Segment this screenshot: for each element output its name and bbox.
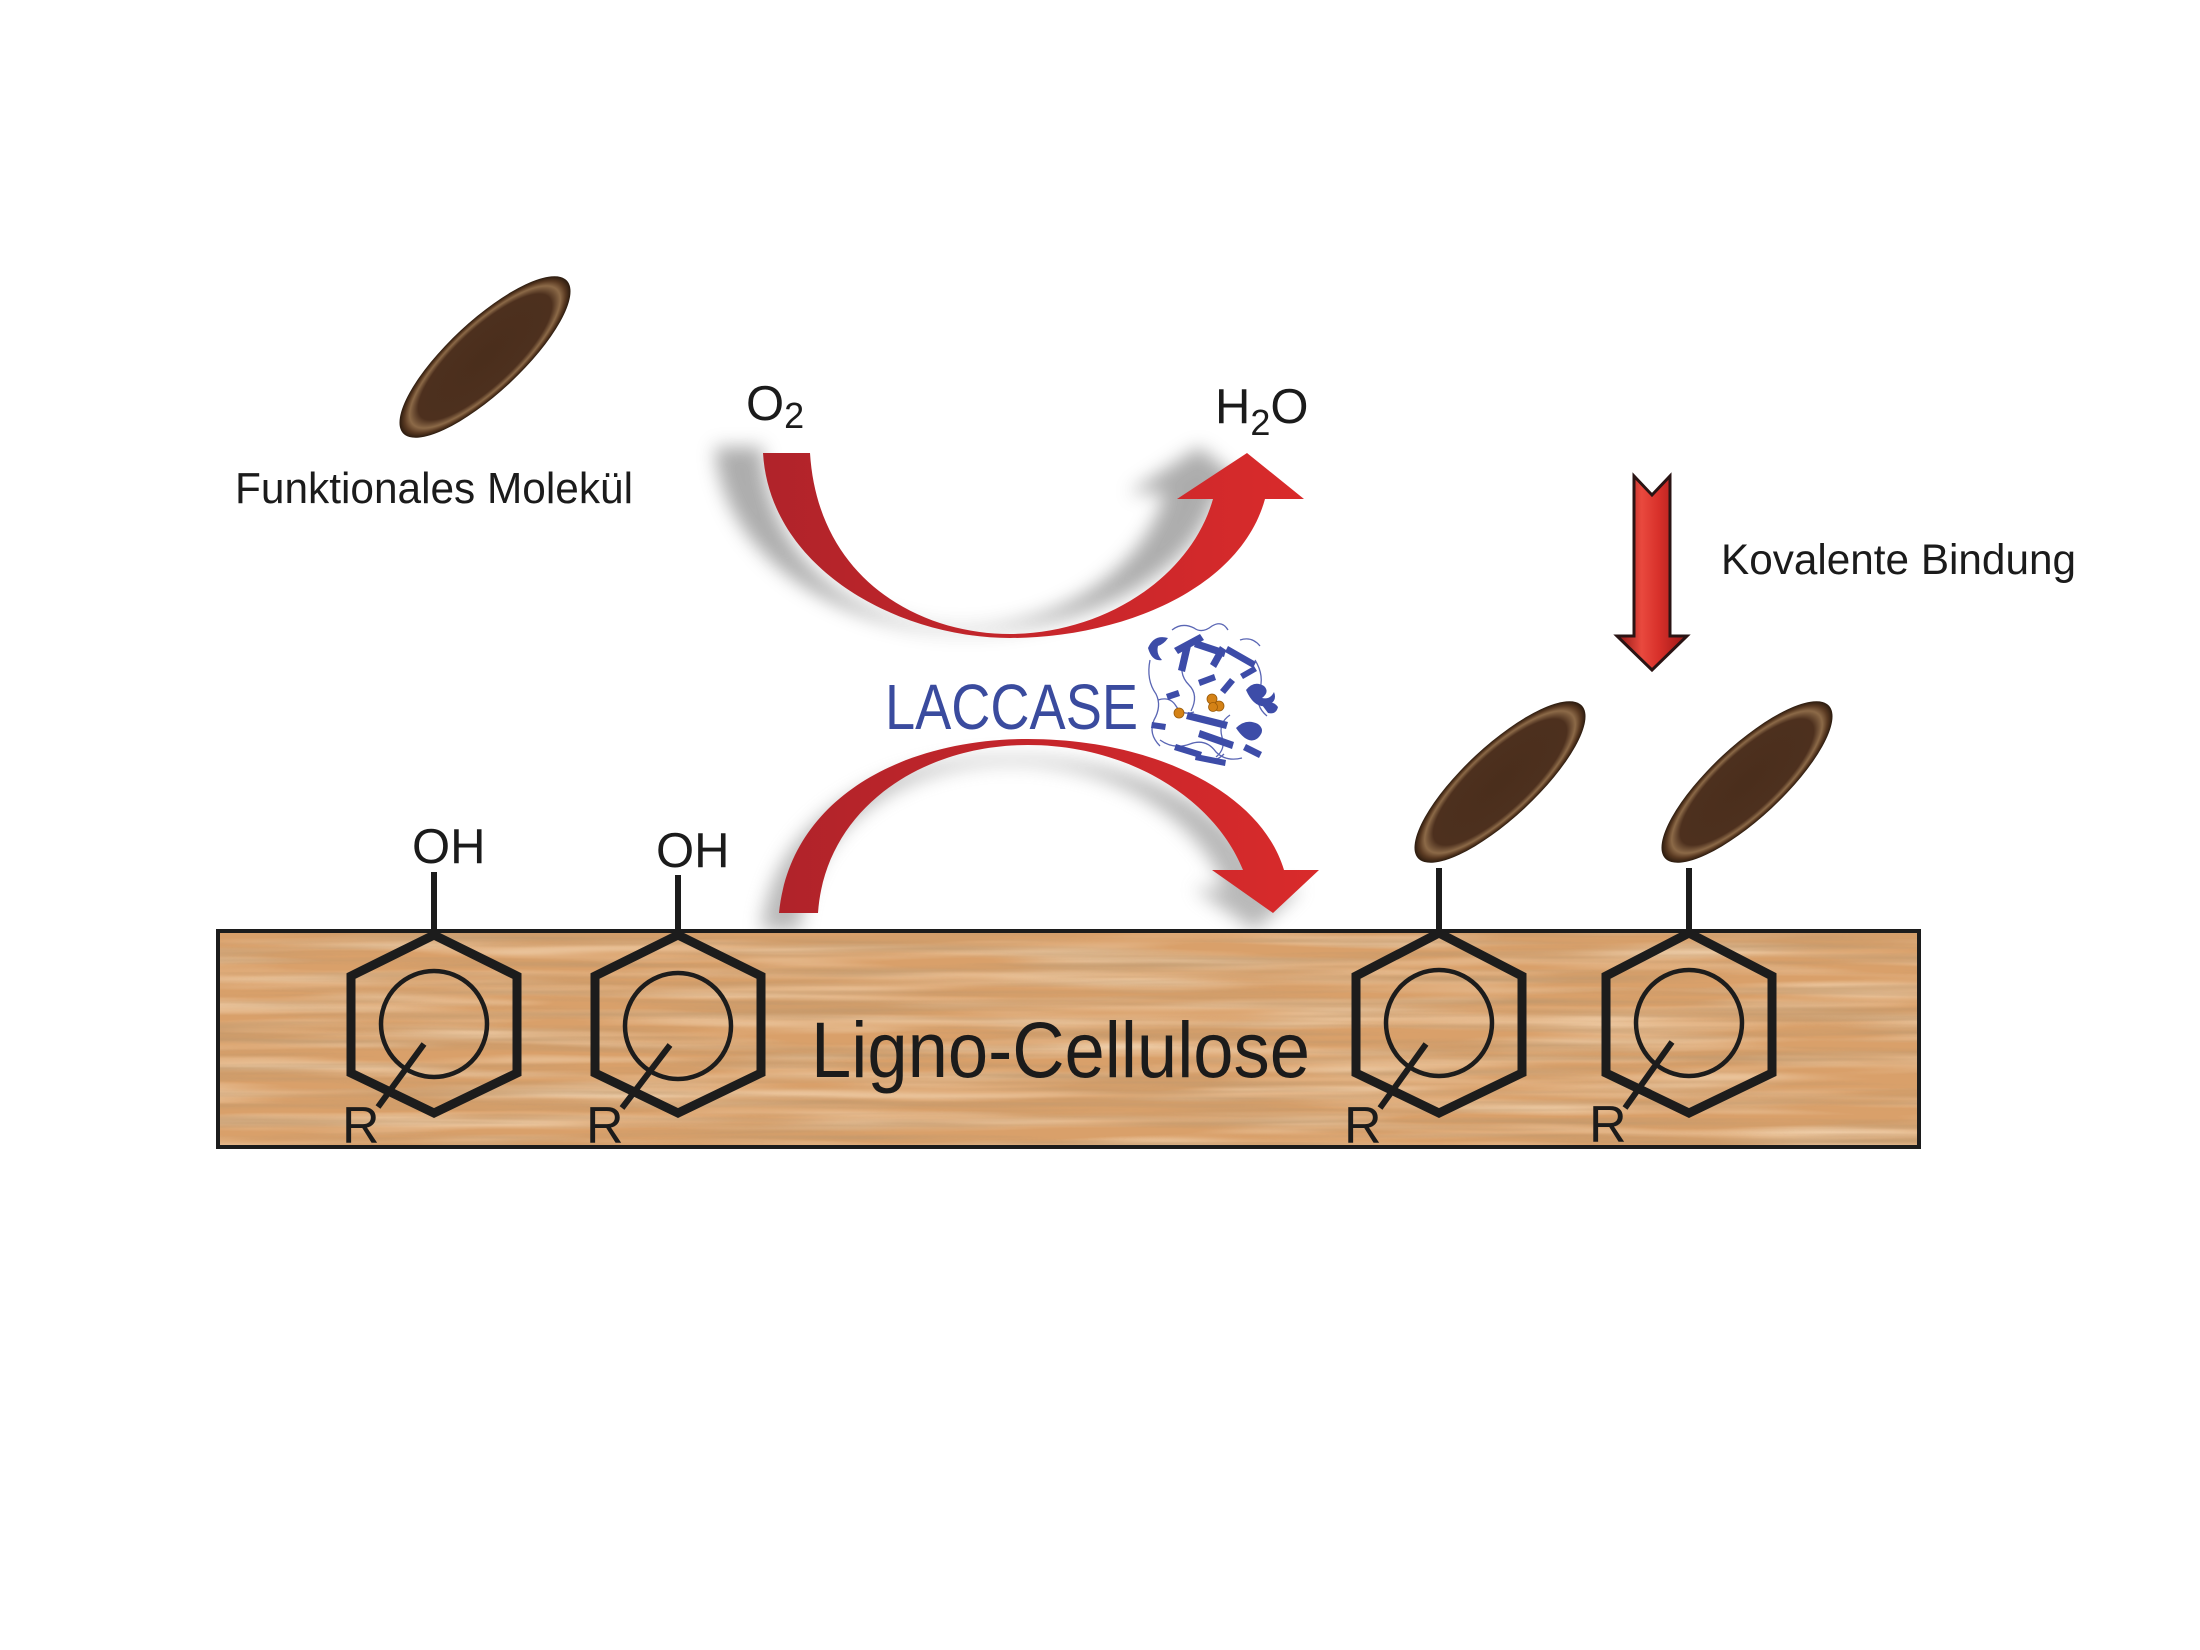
residue-label: R <box>342 1097 380 1155</box>
residue-bond <box>619 1043 673 1110</box>
functional-molecule-label: Funktionales Molekül <box>235 464 633 513</box>
oxygen-label: O2 <box>746 377 804 436</box>
benzene-ring-icon <box>346 929 522 1118</box>
water-label: H2O <box>1215 380 1309 443</box>
oxygen-to-water-arrow <box>715 447 1304 638</box>
benzene-ring-icon <box>1351 927 1527 1118</box>
water-subscript: 2 <box>1250 402 1270 443</box>
residue-bond <box>1622 1040 1675 1110</box>
aromatic-circle-icon <box>1383 967 1495 1079</box>
covalent-bond-label: Kovalente Bindung <box>1721 536 2076 584</box>
hydroxyl-label: OH <box>656 824 730 878</box>
aromatic-circle-icon <box>622 970 734 1082</box>
oxygen-subscript: 2 <box>784 395 804 436</box>
covalent-bond-arrow-icon <box>1613 472 1691 673</box>
aromatic-circle-icon <box>378 968 490 1080</box>
hydroxyl-label: OH <box>412 820 486 874</box>
residue-bond <box>375 1042 427 1109</box>
substrate-activation-arrow <box>761 739 1319 931</box>
water-hydrogen: H <box>1215 380 1250 434</box>
grafted-ring: R <box>1589 701 1833 1154</box>
substrate-label: Ligno-Cellulose <box>811 1005 1310 1094</box>
benzene-ring-icon <box>1601 927 1777 1118</box>
residue-label: R <box>1589 1096 1627 1154</box>
phenolic-ring: OH R <box>586 824 766 1155</box>
aromatic-circle-icon <box>1633 967 1745 1079</box>
benzene-ring-icon <box>590 929 766 1118</box>
bound-functional-molecule-icon <box>1414 701 1586 863</box>
enzyme-label: LACCASE <box>885 671 1138 743</box>
phenolic-ring: OH R <box>342 820 522 1155</box>
oxygen-symbol: O <box>746 377 784 431</box>
ligno-cellulose-substrate <box>216 929 1921 1149</box>
residue-bond <box>1377 1042 1429 1110</box>
grafted-ring: R <box>1344 701 1586 1155</box>
laccase-protein-structure-icon <box>1148 623 1278 766</box>
residue-label: R <box>586 1097 624 1155</box>
residue-label: R <box>1344 1097 1382 1155</box>
bound-functional-molecule-icon <box>1661 701 1833 863</box>
water-oxygen: O <box>1270 380 1308 434</box>
functional-molecule-icon <box>399 276 571 438</box>
